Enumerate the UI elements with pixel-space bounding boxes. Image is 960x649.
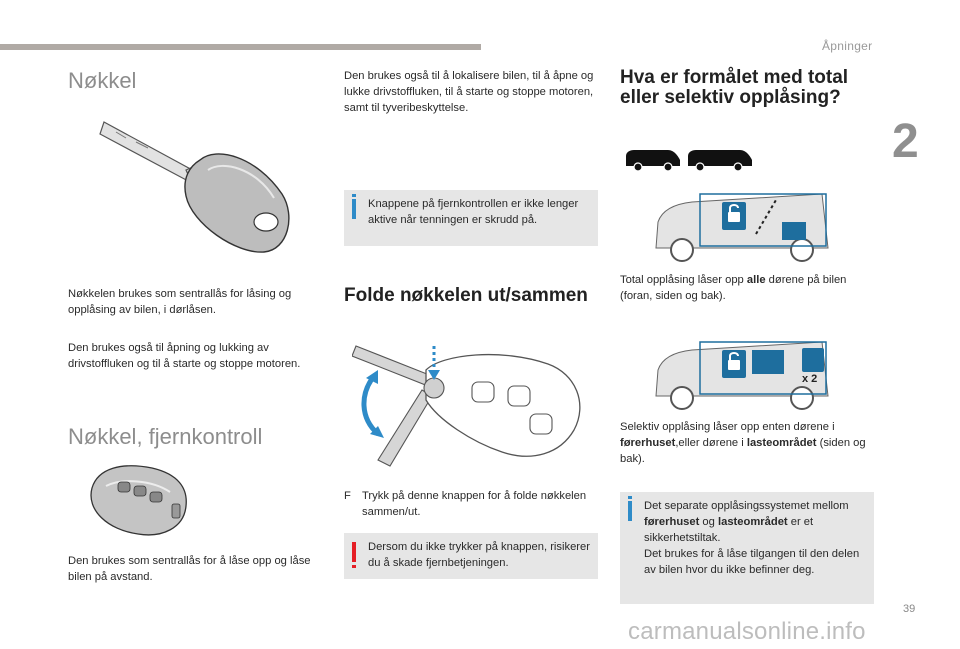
remote-functions-paragraph: Den brukes også til å lokalisere bilen, … — [344, 70, 594, 114]
info-note-separate-unlocking: Det separate opplåsingssystemet mellom f… — [620, 492, 874, 604]
info-icon — [628, 496, 632, 521]
title-key: Nøkkel — [68, 68, 137, 93]
title-unlocking-line-1: Hva er formålet med total — [620, 67, 849, 88]
fold-key-illustration — [352, 345, 581, 467]
bullet-symbol: F — [344, 490, 351, 502]
fold-instruction: Trykk på denne knappen for å folde nøkke… — [362, 490, 587, 518]
key-illustration — [99, 121, 290, 253]
key-paragraph-1: Nøkkelen brukes som sentrallås for låsin… — [68, 288, 292, 316]
header-bar — [0, 44, 481, 50]
title-fold-key: Folde nøkkelen ut/sammen — [344, 285, 588, 306]
warning-note: Dersom du ikke trykker på knappen, risik… — [344, 533, 598, 579]
x2-label: x 2 — [802, 373, 817, 385]
van-silhouettes — [626, 150, 752, 172]
warning-note-text: Dersom du ikke trykker på knappen, risik… — [368, 541, 590, 569]
section-name: Åpninger — [822, 39, 873, 53]
page-number: 39 — [903, 603, 916, 615]
key-paragraph-2: Den brukes også til åpning og lukking av… — [68, 342, 301, 370]
watermark: carmanualsonline.info — [628, 618, 866, 645]
total-unlocking-text: Total opplåsing låser opp alle dørene på… — [620, 274, 847, 302]
van-total-unlock-illustration — [655, 193, 829, 262]
remote-illustration — [90, 465, 187, 536]
info-icon — [352, 194, 356, 219]
selective-unlocking-text: Selektiv opplåsing låser opp enten døren… — [620, 421, 866, 465]
info-note-buttons: Knappene på fjernkontrollen er ikke leng… — [344, 190, 598, 246]
info-note-text: Knappene på fjernkontrollen er ikke leng… — [368, 198, 579, 226]
chapter-number: 2 — [892, 115, 919, 168]
info-note-paragraph-2: Det brukes for å låse tilgangen til den … — [644, 548, 860, 576]
info-note-paragraph-1: Det separate opplåsingssystemet mellom f… — [644, 500, 849, 544]
title-remote: Nøkkel, fjernkontroll — [68, 424, 263, 449]
warning-icon — [352, 542, 356, 568]
van-selective-unlock-illustration: x 2 — [655, 341, 829, 410]
title-unlocking-line-2: eller selektiv opplåsing? — [620, 87, 841, 108]
remote-paragraph: Den brukes som sentrallås for å låse opp… — [68, 555, 311, 583]
